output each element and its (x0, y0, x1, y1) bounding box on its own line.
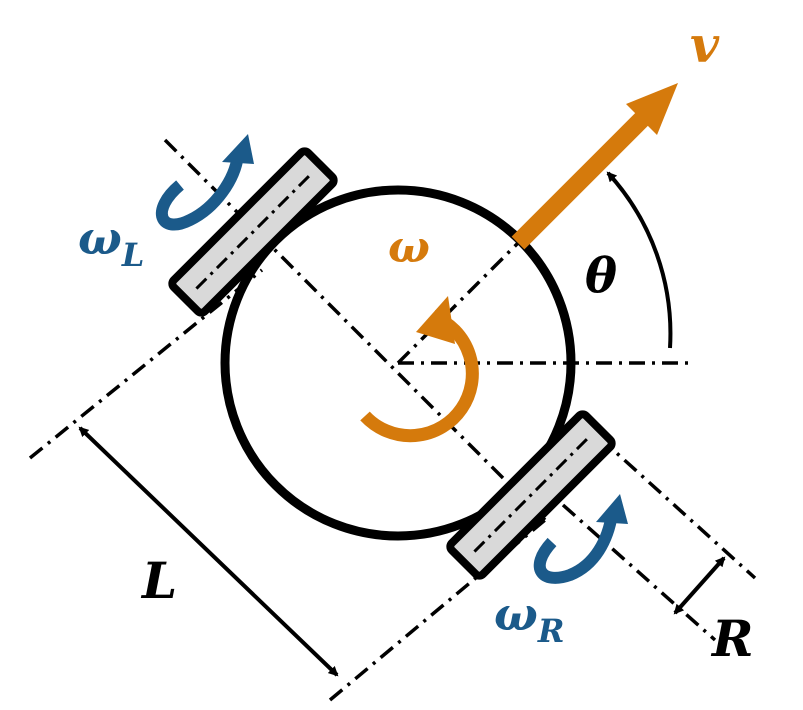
omega-label: ω (388, 222, 430, 273)
forward-axis-line (396, 241, 520, 365)
theta-angle-arc (606, 171, 673, 349)
omega-R-symbol: ω (494, 587, 538, 641)
R-label: R (710, 609, 754, 668)
v-label: v (690, 15, 720, 74)
L-dimension-arrow (78, 426, 339, 677)
L-label: L (140, 551, 177, 610)
left-wheel-rotation-arrow (155, 134, 254, 231)
right-wheel-rotation-arrow (533, 494, 628, 584)
R-dimension-arrow (673, 556, 726, 615)
axle-line (163, 138, 547, 522)
radius-line-outer (598, 436, 757, 580)
radius-line-inner (561, 503, 717, 642)
omega-L-subscript: L (121, 236, 145, 274)
robot-body (220, 185, 576, 541)
omega-L-symbol: ω (78, 211, 122, 265)
left-wheel (168, 147, 338, 317)
theta-label: θ (585, 248, 617, 304)
right-wheel (446, 410, 616, 580)
velocity-arrow (511, 83, 678, 250)
omega-R-label: ωR (494, 587, 564, 650)
angular-velocity-arrow (360, 296, 479, 443)
construction-lines (28, 138, 757, 702)
omega-R-subscript: R (537, 612, 565, 650)
omega-L-label: ωL (78, 211, 144, 274)
